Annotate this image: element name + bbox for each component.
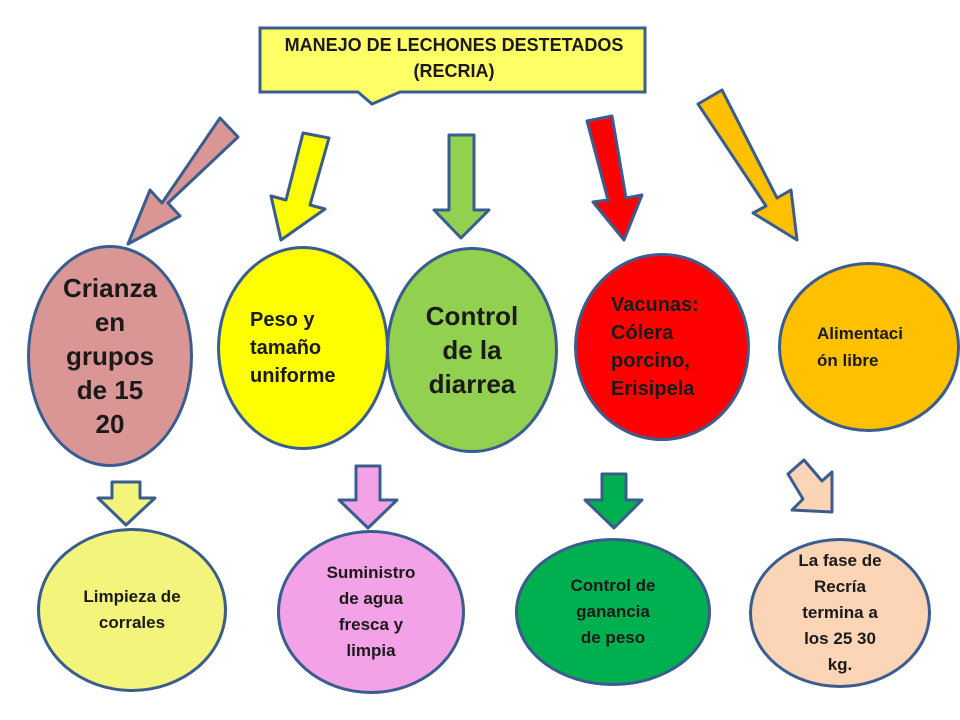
node-fase: La fase de Recría termina a los 25 30 kg… [749, 538, 931, 688]
node-limpieza: Limpieza de corrales [37, 528, 227, 692]
node-peso-label: Peso y tamaño uniforme [250, 309, 336, 387]
node-fase-label: La fase de Recría termina a los 25 30 kg… [798, 551, 882, 674]
node-ganancia: Control de ganancia de peso [515, 538, 711, 686]
arrow-to-peso [269, 131, 331, 242]
node-agua: Suministro de agua fresca y limpia [277, 530, 465, 694]
node-limpieza-label: Limpieza de corrales [83, 587, 181, 632]
arrow-to-limpieza [96, 480, 157, 527]
node-vacunas: Vacunas: Cólera porcino, Erisipela [574, 253, 750, 441]
arrow-to-ganancia [583, 472, 644, 530]
arrow-to-vacunas [585, 114, 644, 242]
node-diarrea: Control de la diarrea [386, 247, 558, 453]
title-callout [258, 26, 647, 106]
node-ganancia-label: Control de ganancia de peso [570, 576, 656, 647]
node-crianza-label: Crianza en grupos de 15 20 [63, 273, 157, 439]
node-alimentacion-label: Alimentaci ón libre [817, 324, 903, 370]
node-diarrea-label: Control de la diarrea [425, 301, 519, 399]
node-vacunas-label: Vacunas: Cólera porcino, Erisipela [611, 294, 699, 400]
arrow-to-fase [786, 458, 834, 514]
arrow-to-agua [337, 464, 399, 530]
node-agua-label: Suministro de agua fresca y limpia [326, 563, 416, 660]
node-alimentacion: Alimentaci ón libre [778, 262, 960, 432]
node-crianza: Crianza en grupos de 15 20 [27, 245, 193, 467]
node-peso: Peso y tamaño uniforme [217, 246, 389, 450]
arrow-to-crianza [126, 116, 240, 246]
arrow-to-diarrea [432, 133, 491, 240]
arrow-to-alimentacion [696, 88, 799, 242]
